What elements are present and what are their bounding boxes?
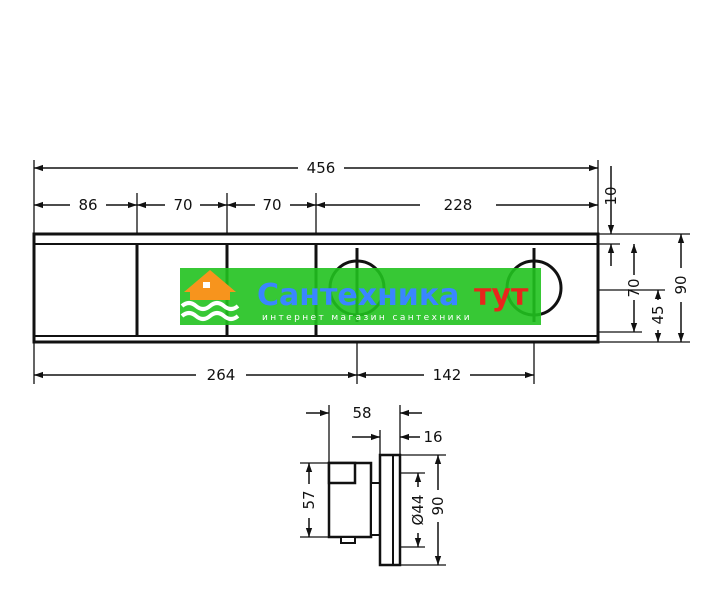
watermark-title-main: Сантехника [257,278,459,313]
dim-top-offset: 10 [602,186,620,205]
side-nub [340,536,356,544]
dim-flange: 16 [423,428,442,446]
side-view [327,453,402,567]
dimension-lines-side [305,409,442,565]
watermark-subtitle: интернет магазин сантехники [262,313,472,323]
dim-body-height: 57 [300,490,318,509]
dim-handle-spacing: 142 [433,366,462,384]
dim-segment-4: 228 [444,196,473,214]
dim-overall-width: 456 [307,159,336,177]
side-knob [327,461,357,485]
dim-segment-1: 86 [78,196,97,214]
dim-depth: 58 [352,404,371,422]
dim-diameter: Ø44 [409,495,427,526]
dim-height-total: 90 [672,275,690,294]
dimension-lines-front [34,164,685,379]
watermark-title-accent: тут [474,278,529,313]
dimension-labels-side: 58 16 57 Ø44 90 [300,404,447,525]
dim-side-height: 90 [429,496,447,515]
dim-segment-2: 70 [173,196,192,214]
watermark-banner [180,268,541,325]
watermark: Сантехника тут интернет магазин сантехни… [180,268,541,325]
dim-handle-position: 264 [207,366,236,384]
dim-segment-3: 70 [262,196,281,214]
dim-height-70: 70 [625,278,643,297]
house-icon [180,270,240,321]
dimension-labels-front: 456 86 70 70 228 264 142 10 70 45 90 [78,159,690,384]
dim-height-45: 45 [649,305,667,324]
side-front-plate [378,453,402,567]
